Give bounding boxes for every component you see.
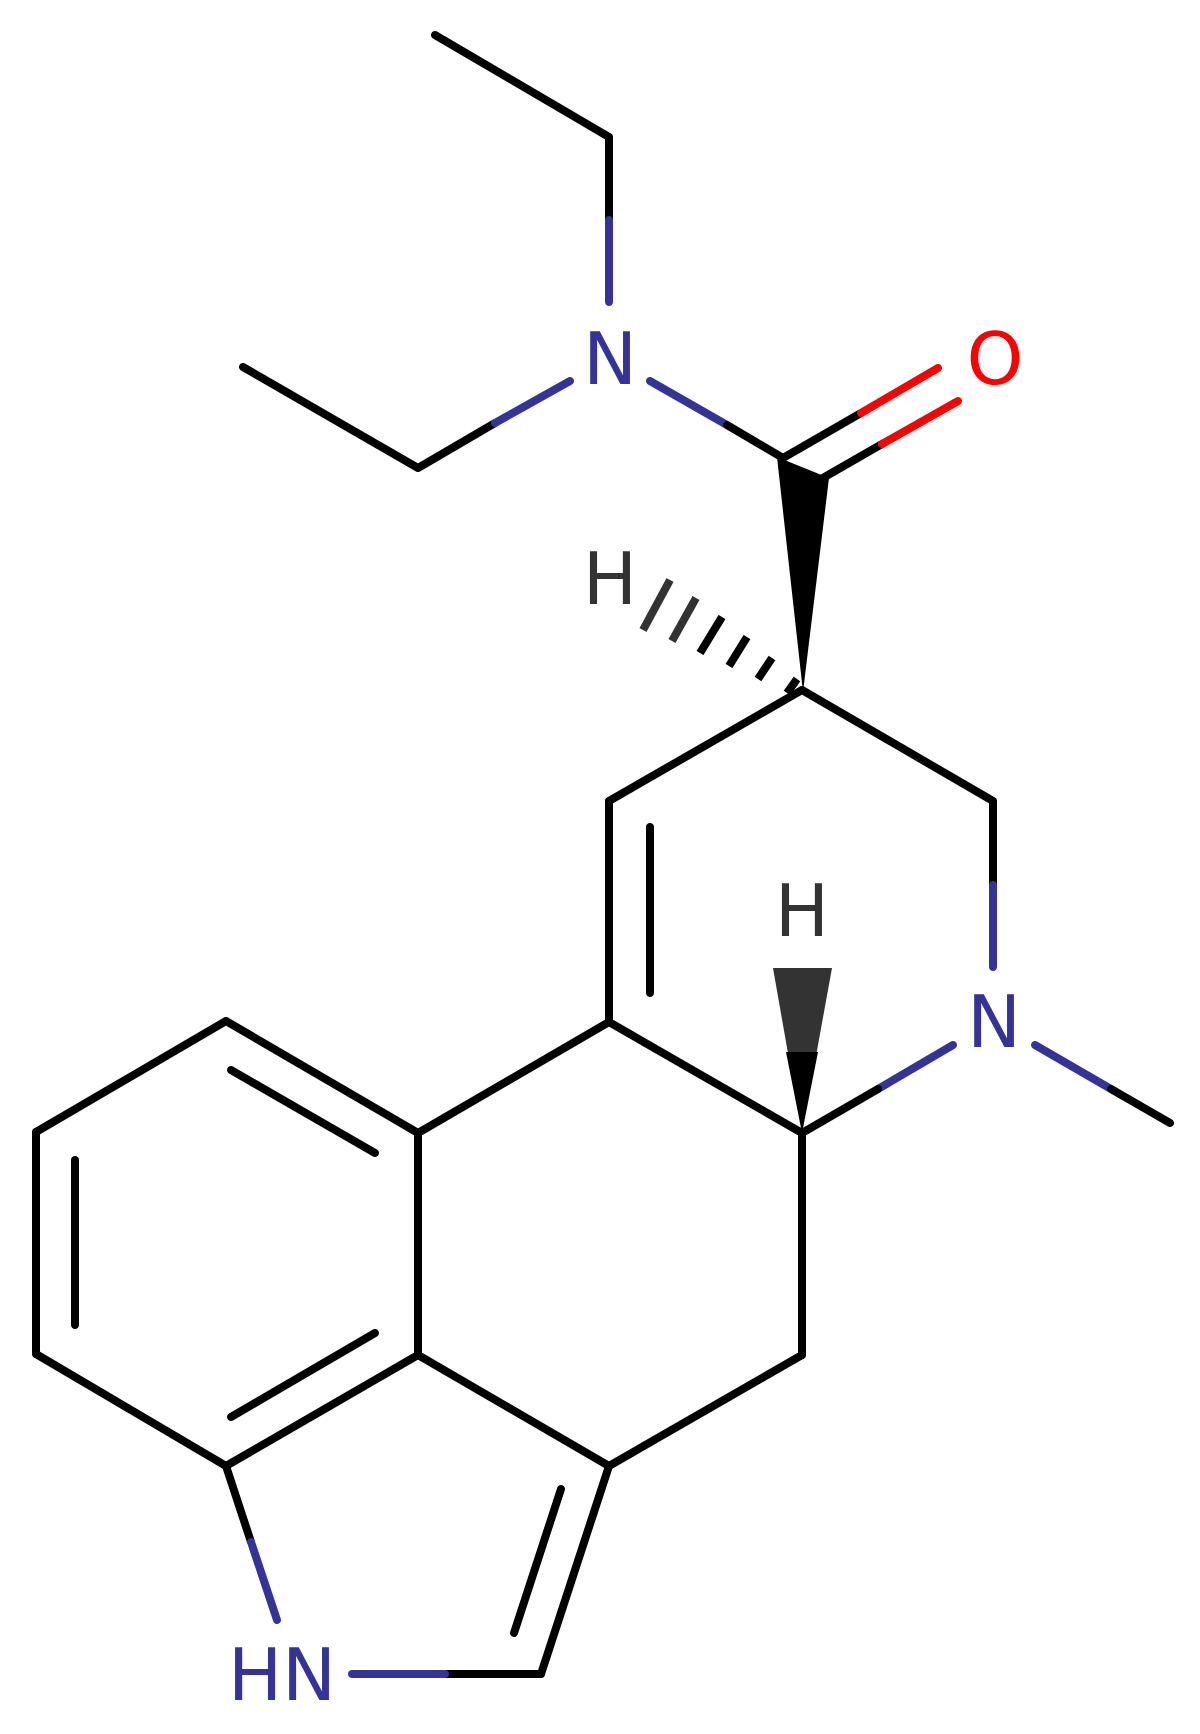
hash-line xyxy=(696,614,726,656)
hashed-bond-c8-h xyxy=(639,578,801,696)
hash-line xyxy=(754,655,776,682)
bond-c3-c16 xyxy=(414,1351,613,1470)
bond-ethyl-left-ch2-n-carbon-half xyxy=(414,419,499,472)
bond-c10-c5 xyxy=(605,1018,806,1137)
bond-ethyl-left-ch3-ch2 xyxy=(239,363,422,472)
ring-c xyxy=(414,1018,806,1470)
bond-c8-c9 xyxy=(605,686,806,805)
bond-c15-c16-inner xyxy=(227,1329,379,1421)
amide-group xyxy=(646,364,962,692)
atom-label-carbonyl-oxygen: O xyxy=(967,317,1024,401)
hash-line xyxy=(725,634,751,669)
atom-label-hydrogen-c5: H xyxy=(775,869,829,953)
ethyl-group-top xyxy=(431,31,613,306)
bond-c15-c16 xyxy=(222,1351,422,1470)
ring-a xyxy=(32,1017,422,1470)
bond-ethyl-left-ch2-n-nitrogen-half xyxy=(491,377,574,427)
bond-n6-methyl-nitrogen-half xyxy=(1031,1041,1115,1093)
bond-c11-c12-inner xyxy=(227,1066,379,1157)
bond-c4-c3 xyxy=(605,1351,806,1470)
hash-line xyxy=(668,596,700,643)
bond-amide-n-carbonyl-nitrogen-half xyxy=(646,377,731,429)
wedge-bond-c8-carbonyl xyxy=(777,457,829,692)
atom-label-amide-nitrogen: N xyxy=(583,317,637,401)
bond-carbonyl-double-1-carbon-half xyxy=(779,409,865,462)
bond-c10-c11 xyxy=(414,1018,613,1137)
bond-n6-c5-carbon-half xyxy=(798,1085,882,1137)
bond-c3-c2-inner xyxy=(510,1485,565,1637)
hash-line xyxy=(639,578,674,632)
ring-d xyxy=(605,686,1174,1137)
bond-c12-c13 xyxy=(32,1017,230,1136)
bond-n6-c5-nitrogen-half xyxy=(874,1041,957,1093)
ring-b xyxy=(222,1462,613,1678)
bond-c11-c12 xyxy=(222,1017,422,1137)
atom-label-hydrogen-c8: H xyxy=(583,537,637,621)
bond-c8-c7 xyxy=(798,686,997,805)
bond-carbonyl-double-2-oxygen-half xyxy=(878,397,962,448)
atom-label-indole-nitrogen: HN xyxy=(228,1633,336,1717)
wedge-bond-c5-h-lower xyxy=(786,1052,818,1133)
atom-label-ring-nitrogen: N xyxy=(967,980,1021,1064)
bond-amide-n-carbonyl-carbon-half xyxy=(723,421,787,462)
hash-line xyxy=(783,676,801,696)
bond-c14-c15 xyxy=(32,1350,230,1470)
bond-c15-n1-carbon-half xyxy=(222,1462,255,1546)
wedge-bond-c5-h xyxy=(773,968,832,1133)
bond-carbonyl-double-1-oxygen-half xyxy=(857,364,942,417)
bond-ethyl-top-ch3-ch2 xyxy=(431,31,613,141)
bond-n6-methyl-carbon-half xyxy=(1107,1085,1174,1127)
bond-c3-c2 xyxy=(537,1462,613,1678)
bond-c15-n1-nitrogen-half xyxy=(247,1538,281,1624)
ethyl-group-left xyxy=(239,363,574,472)
